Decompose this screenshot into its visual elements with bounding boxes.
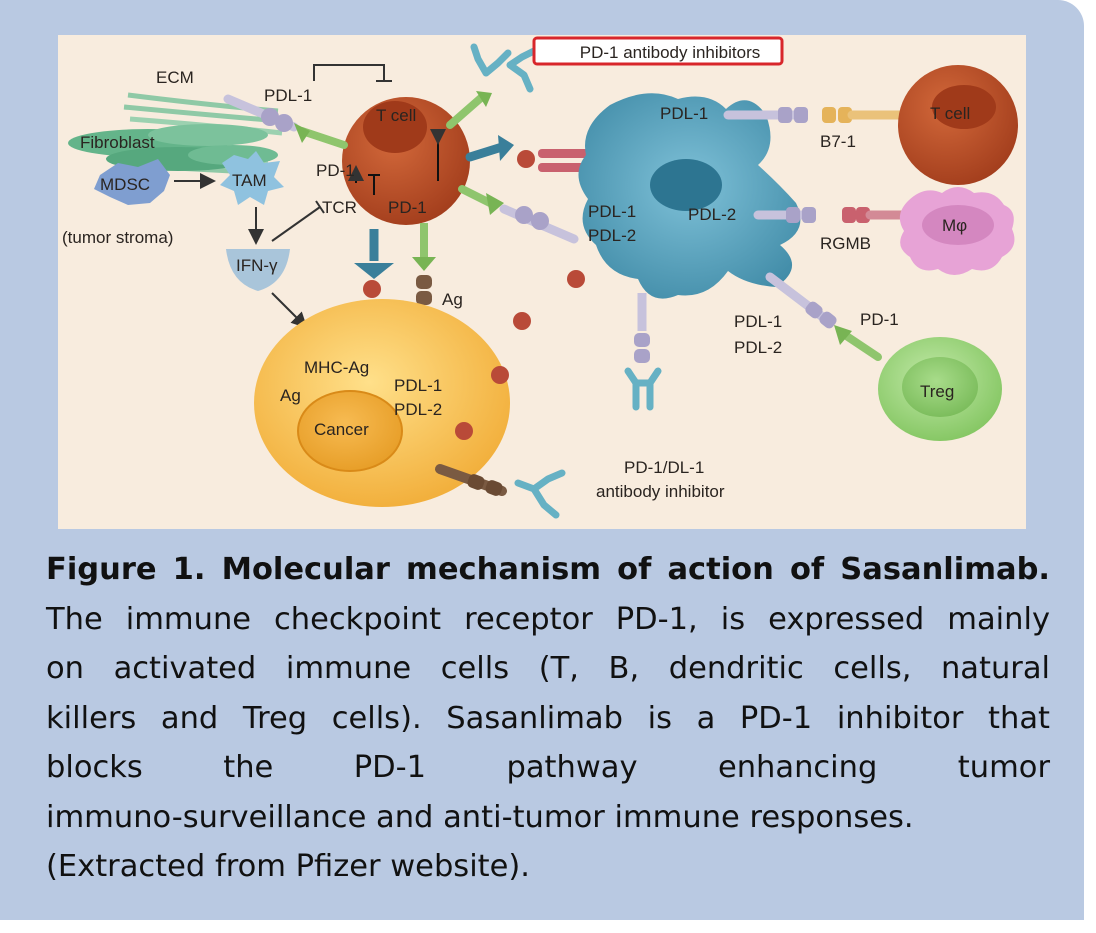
caption-title: Figure 1. Molecular mechanism of action … [46,552,1050,587]
caption-line-4: blocks the PD-1 pathway enhancing tumor [46,750,1050,785]
t-cell-dc-receptor [465,135,590,172]
ag-top-label: Ag [442,290,463,309]
cancer-nucleus [297,390,403,472]
pd1-label-a: PD-1 [316,161,355,180]
ifn-gamma-label: IFN-γ [236,256,278,275]
dc-antibody-lower [624,293,662,411]
macrophage-label: Mφ [942,216,967,235]
ifn-to-cancer-arrow [271,292,308,329]
dc-pdl1-top-label: PDL-1 [660,104,708,123]
dc-pdl2-label: PDL-2 [588,226,636,245]
macrophage-nucleus [922,205,994,245]
pdl1-inhibit-bracket [313,64,385,81]
cancer-pdl2-label: PDL-2 [394,400,442,419]
antibody-callout-box [532,36,784,66]
antibody-callout-label: PD-1 antibody inhibitors [580,43,760,62]
ag-cancer-label: Ag [280,386,301,405]
dc-pdl-treg-link [765,272,882,361]
dc-pdl2-right-label: PDL-2 [688,205,736,224]
figure-caption: Figure 1. Molecular mechanism of action … [46,545,1050,892]
figure-card: PD-1 antibody inhibitors ECM Fibroblast … [0,0,1084,920]
treg-pdl2-label: PDL-2 [734,338,782,357]
dendritic-cell-nucleus [650,159,722,211]
t-cell-pd1-dc-pdl1 [458,185,579,244]
antibody-inhibitor-label-1: PD-1/DL-1 [624,458,704,477]
treg-label: Treg [920,382,954,401]
treg-pd1-label: PD-1 [860,310,899,329]
t-cell-right-label: T cell [930,104,970,123]
ecm-label: ECM [156,68,194,87]
fibroblast-cells [68,124,278,171]
treg-nucleus [902,357,978,417]
pd1-label-b: PD-1 [388,198,427,217]
mdsc-cell [94,159,170,205]
t-cell-left-nucleus [363,101,427,153]
ifn-inhibit-line [271,206,321,242]
mhc-ag-label: MHC-Ag [304,358,369,377]
caption-line-5: immuno-surveillance and anti-tumor immun… [46,799,914,835]
rgmb-label: RGMB [820,234,871,253]
treg-pdl1-label: PDL-1 [734,312,782,331]
caption-line-3: killers and Treg cells). Sasanlimab is a… [46,700,1050,736]
t-cell-left-label: T cell [376,106,416,125]
mdsc-label: MDSC [100,175,150,194]
caption-line-2: on activated immune cells (T, B, dendrit… [46,651,1050,686]
caption-line-6: (Extracted from Pfizer website). [46,849,530,884]
cancer-antibody-binding [435,464,566,519]
antibody-inhibitor-label-2: antibody inhibitor [596,482,725,501]
ifn-gamma-shape [226,249,290,291]
pdl1-top-label: PDL-1 [264,86,312,105]
dc-b71-tcell-link [723,107,913,123]
fibroblast-pdl1-pd1-pair [223,94,348,149]
fibroblast-label: Fibroblast [80,133,155,152]
dc-pdl2-rgmb-link [753,207,909,223]
t-cell-right-nucleus [932,85,996,129]
tam-cell [220,151,284,205]
diagram-canvas: PD-1 antibody inhibitors ECM Fibroblast … [62,36,1018,519]
tcr-label: TCR [322,198,357,217]
t-cell-antibody-pd1 [446,43,538,129]
dc-pdl1-label: PDL-1 [588,202,636,221]
tam-label: TAM [232,171,267,190]
caption-line-1: The immune checkpoint receptor PD-1, is … [46,601,1050,637]
tumor-stroma-label: (tumor stroma) [62,228,173,247]
pd1-mechanism-diagram: PD-1 antibody inhibitors ECM Fibroblast … [58,35,1026,529]
cancer-label: Cancer [314,420,369,439]
cancer-pdl1-label: PDL-1 [394,376,442,395]
b71-label: B7-1 [820,132,856,151]
